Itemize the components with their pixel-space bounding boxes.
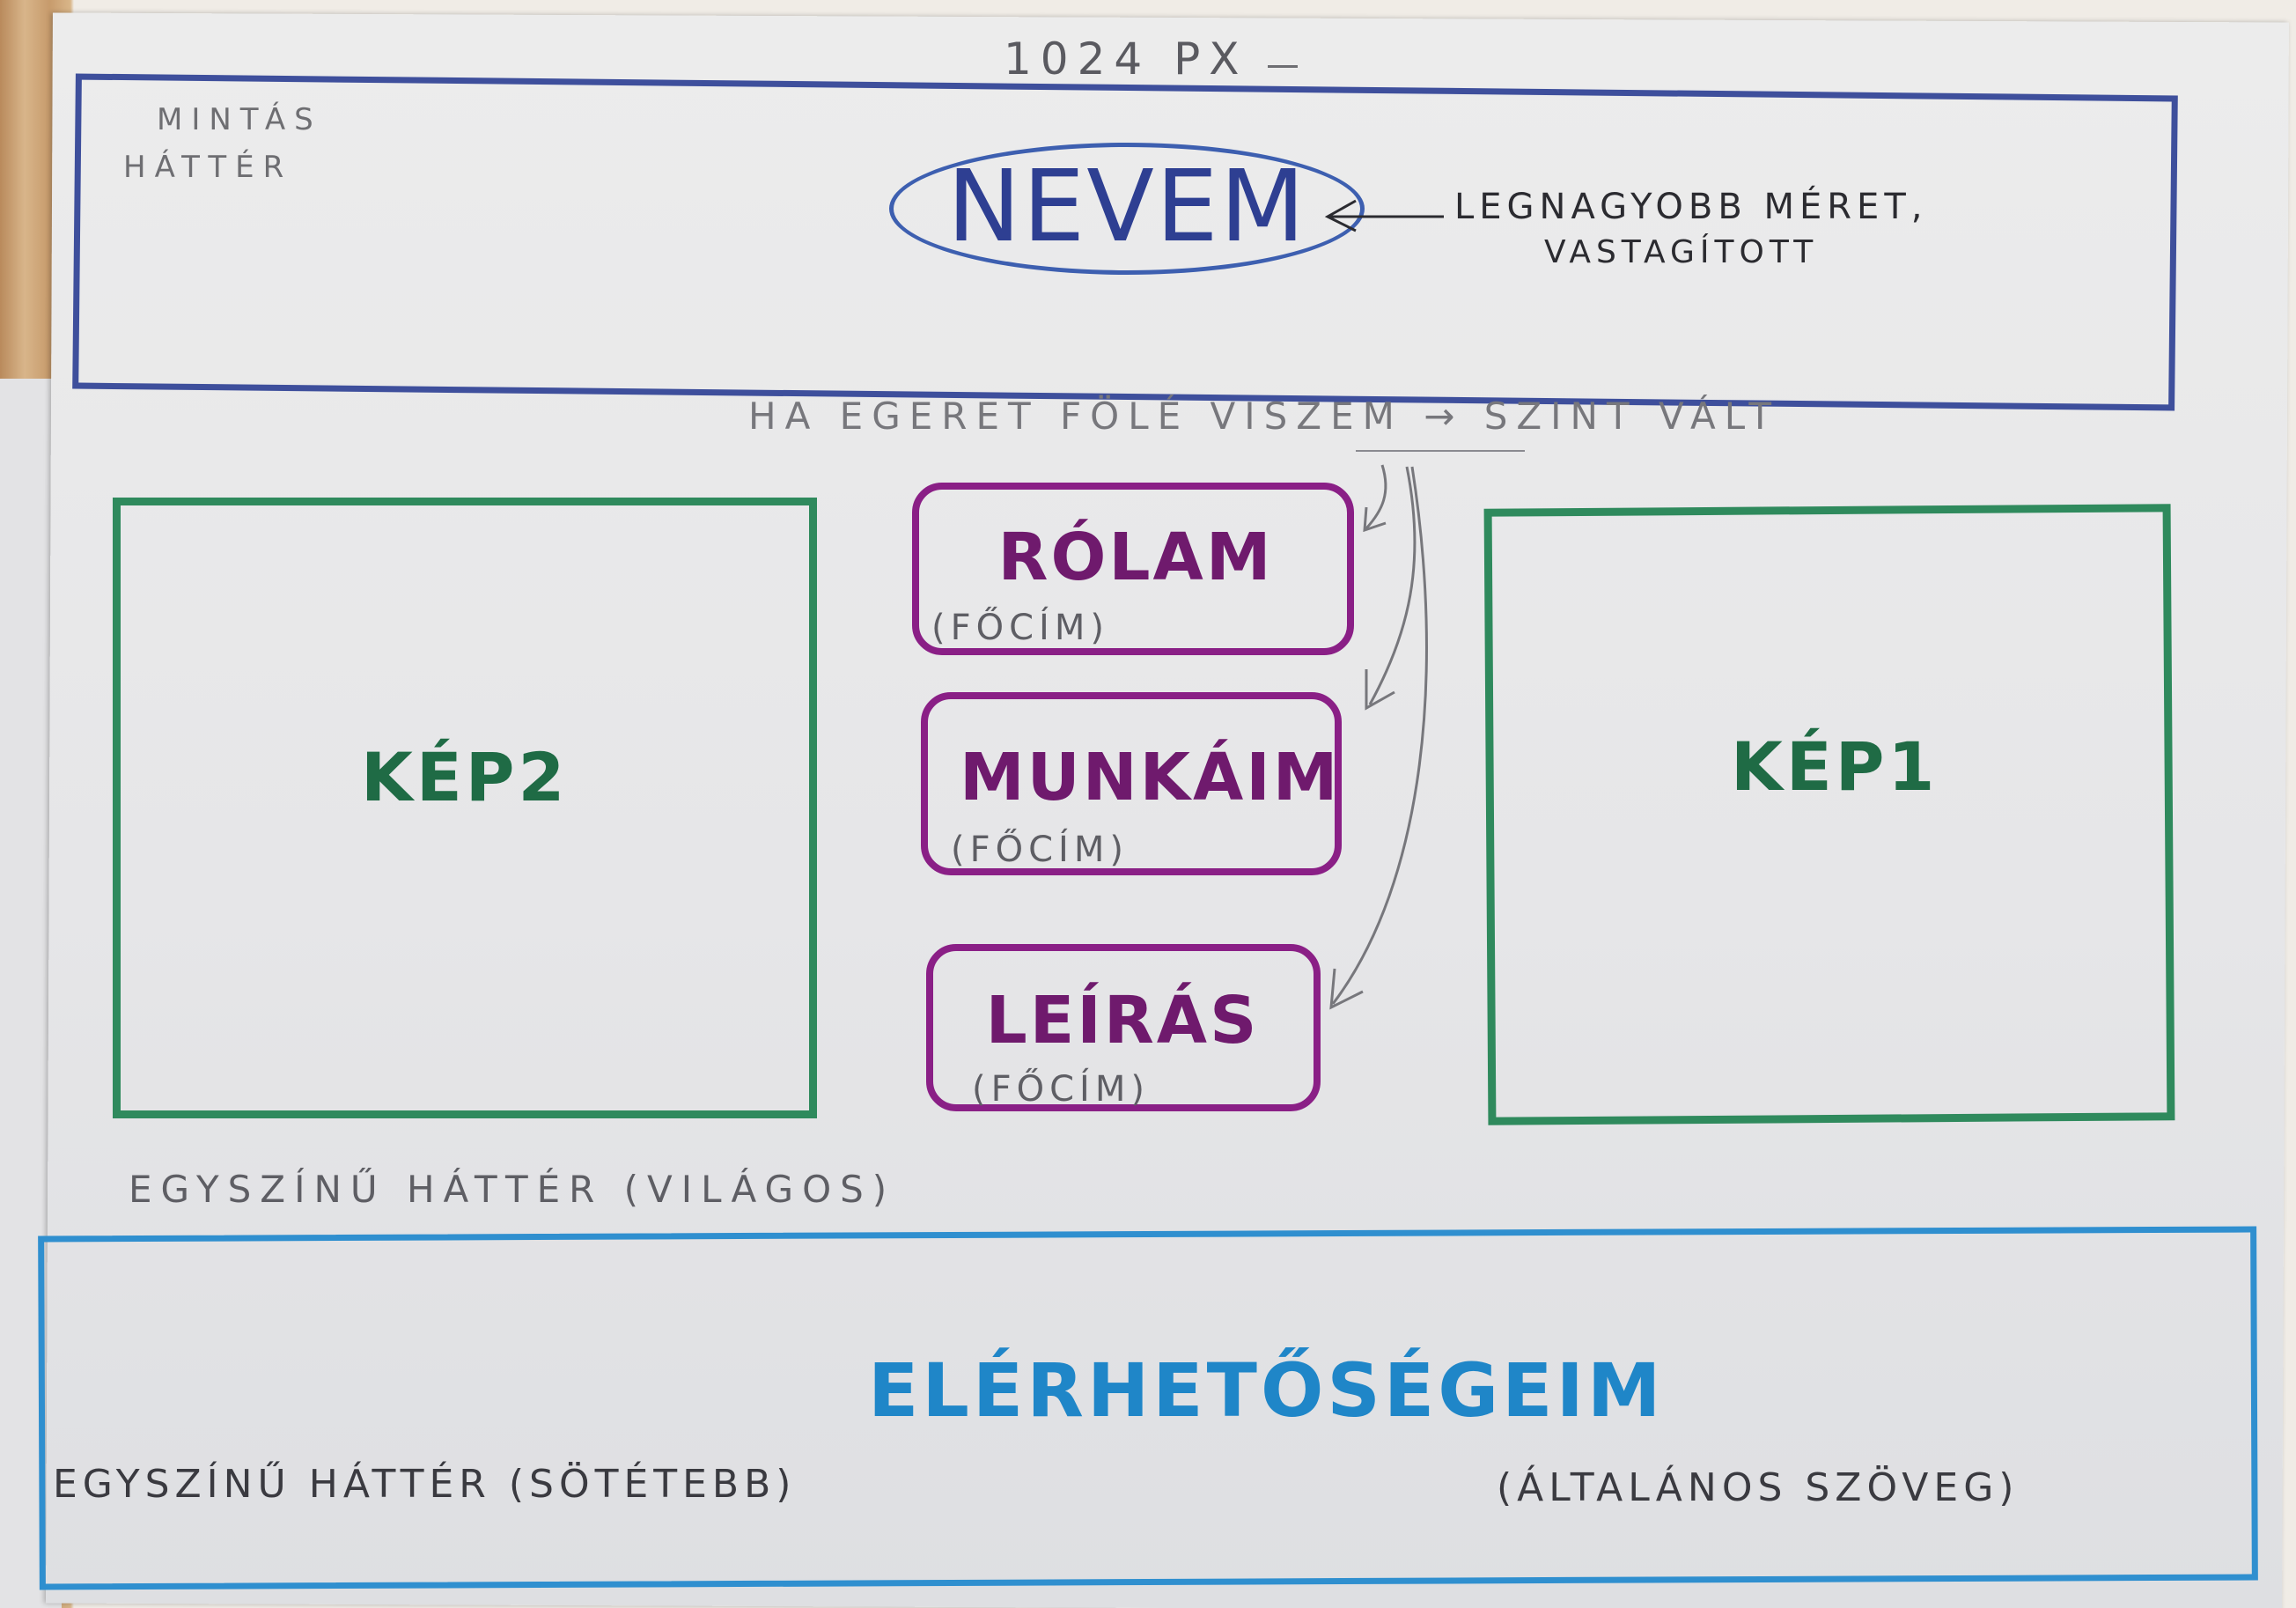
name-title: NEVEM (946, 150, 1307, 264)
image-2-placeholder (113, 498, 817, 1118)
hover-note: HA EGERET FÖLÉ VISZEM → SZINT VÁLT (748, 395, 1781, 438)
footer-text-note: (ÁLTALÁNOS SZÖVEG) (1497, 1465, 2020, 1510)
menu-item-works-label: MUNKÁIM (960, 740, 1341, 815)
header-pattern-label-2: HÁTTÉR (123, 150, 293, 185)
header-pattern-label-1: MINTÁS (157, 102, 322, 137)
header-size-note-2: VASTAGÍTOTT (1544, 234, 1819, 270)
menu-item-about-note: (FŐCÍM) (931, 608, 1109, 648)
menu-item-about-label: RÓLAM (997, 520, 1274, 595)
menu-item-description[interactable] (926, 944, 1321, 1111)
image-2-label: KÉP2 (361, 738, 569, 816)
image-1-label: KÉP1 (1731, 727, 1939, 806)
width-dash (1268, 65, 1298, 68)
image-1-placeholder (1483, 504, 2175, 1125)
footer-background-note: EGYSZÍNŰ HÁTTÉR (SÖTÉTEBB) (53, 1462, 797, 1507)
footer-title: ELÉRHETŐSÉGEIM (868, 1347, 1665, 1434)
middle-background-note: EGYSZÍNŰ HÁTTÉR (VILÁGOS) (129, 1168, 896, 1211)
header-size-note-1: LEGNAGYOBB MÉRET, (1454, 187, 1928, 227)
menu-item-works-note: (FŐCÍM) (951, 830, 1129, 870)
width-note: 1024 PX (1004, 33, 1248, 85)
name-ellipse (889, 143, 1365, 275)
menu-item-description-note: (FŐCÍM) (972, 1069, 1150, 1110)
menu-item-description-label: LEÍRÁS (985, 983, 1260, 1058)
